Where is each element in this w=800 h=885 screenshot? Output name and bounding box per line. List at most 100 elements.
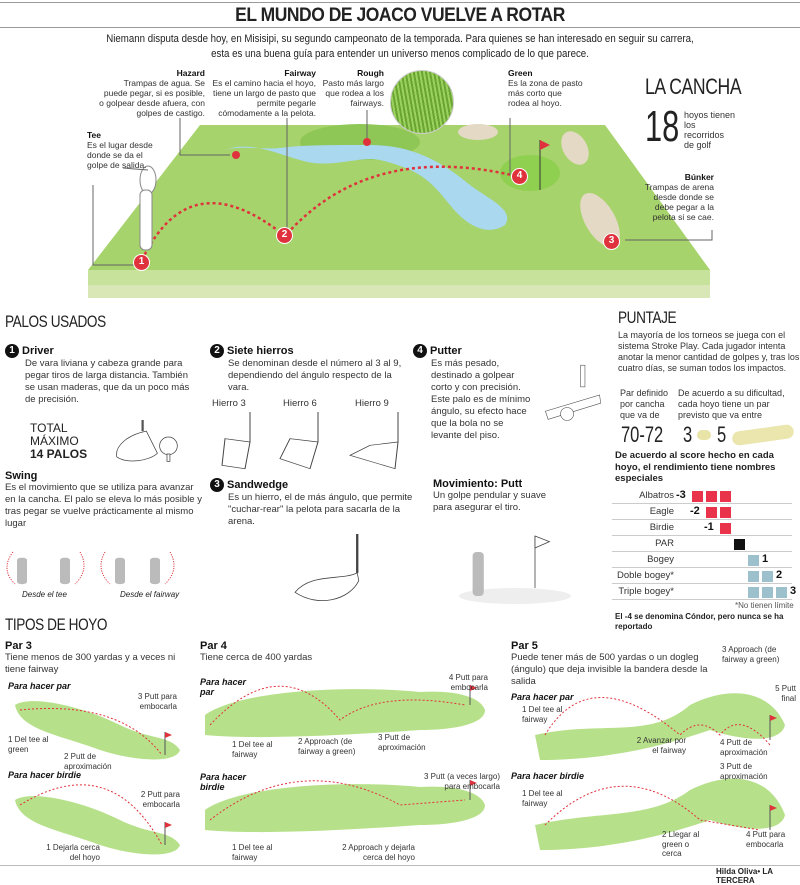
shot-path — [140, 165, 521, 261]
par4-birdie-step1: 1 Del tee al fairway — [232, 843, 273, 862]
score-square — [706, 491, 717, 502]
par4-birdie-step3: 3 Putt (a veces largo) para embocarla — [423, 772, 500, 791]
par3-par-label: Para hacer par — [8, 681, 71, 691]
par3-hole-icon — [697, 430, 711, 440]
score-footnote: *No tienen límite — [735, 601, 794, 610]
range-min: 3 — [683, 422, 693, 447]
par5-par-label: Para hacer par — [511, 692, 574, 702]
score-square — [692, 491, 703, 502]
par3-birdie-label: Para hacer birdie — [8, 770, 82, 780]
title-rule — [0, 27, 800, 28]
score-square — [762, 571, 773, 582]
score-value: -2 — [690, 505, 700, 517]
top-rule — [0, 2, 800, 3]
number-badge: 4 — [413, 344, 427, 358]
swing-caption-fairway: Desde el fairway — [120, 590, 180, 599]
condor-note: El -4 se denomina Cóndor, pero nunca se … — [615, 612, 784, 631]
par4-birdie-label: Para hacer birdie — [200, 772, 247, 792]
marker-fairway: 2 — [276, 227, 293, 244]
putt-figure — [459, 535, 571, 604]
score-square — [720, 523, 731, 534]
score-square — [706, 507, 717, 518]
flag-icons — [165, 685, 777, 828]
range-max: 5 — [717, 422, 727, 447]
tipos-heading: TIPOS DE HOYO — [5, 615, 108, 634]
score-name: Eagle — [649, 506, 674, 517]
par3-par-step2: 2 Putt de aproximación — [64, 752, 112, 771]
score-table-title: De acuerdo al score hecho en cada hoyo, … — [615, 450, 776, 484]
holes-text: hoyos tienen los recorridos de golf — [684, 110, 736, 150]
par4-birdie-step2: 2 Approach y dejarla cerca del hoyo — [342, 843, 415, 862]
par5-par-step5: 5 Putt final — [775, 684, 796, 703]
score-row: Birdie-1 — [612, 520, 792, 536]
iron-6-label: Hierro 6 — [283, 398, 317, 409]
score-value: 3 — [790, 585, 797, 597]
par3-birdie-step1: 1 Dejarla cerca del hoyo — [46, 843, 100, 862]
score-row: Doble bogey*2 — [612, 568, 792, 584]
par5-birdie-label: Para hacer birdie — [511, 771, 585, 781]
score-value: 2 — [776, 569, 783, 581]
range-text: De acuerdo a su dificultad, cada hoyo ti… — [678, 388, 785, 420]
number-badge: 3 — [210, 478, 224, 492]
hole-diagrams — [15, 685, 785, 855]
puntaje-heading: PUNTAJE — [618, 308, 677, 327]
par3-birdie-step2: 2 Putt para embocarla — [140, 790, 180, 809]
par5-birdie-step1: 1 Del tee al fairway — [522, 789, 563, 808]
swing-caption-tee: Desde el tee — [22, 590, 67, 599]
score-value: 1 — [762, 553, 769, 565]
par4-par-step2: 2 Approach (de fairway a green) — [298, 737, 356, 756]
swing-figures — [6, 551, 175, 585]
marker-green: 4 — [511, 168, 528, 185]
par4-par-step3: 3 Putt de aproximación — [378, 733, 426, 752]
score-row: Albatros-3 — [612, 488, 792, 504]
score-square — [720, 507, 731, 518]
putter-icon — [545, 364, 601, 421]
score-square — [748, 555, 759, 566]
par5-par-step3: 3 Approach (de fairway a green) — [722, 645, 780, 664]
sandwedge-icon — [294, 534, 360, 601]
number-badge: 2 — [210, 344, 224, 358]
score-square — [720, 491, 731, 502]
par3-par-step3: 3 Putt para embocarla — [137, 692, 177, 711]
score-square — [748, 587, 759, 598]
credit: Hilda Oliva• LA TERCERA — [716, 867, 773, 885]
palos-heading: PALOS USADOS — [5, 312, 106, 331]
flag-icon — [540, 140, 550, 150]
flag-icon — [534, 535, 551, 549]
marker-tee: 1 — [133, 254, 150, 271]
score-name: Albatros — [639, 490, 674, 501]
score-square — [776, 587, 787, 598]
par3-par-step1: 1 Del tee al green — [8, 735, 49, 754]
number-badge: 1 — [5, 344, 19, 358]
score-name: PAR — [655, 538, 674, 549]
score-name: Bogey — [647, 554, 674, 565]
course-grass — [88, 125, 710, 270]
par4-par-step1: 1 Del tee al fairway — [232, 740, 273, 759]
score-row: Eagle -2 — [612, 504, 792, 520]
puntaje-text: La mayoría de los torneos se juega con e… — [618, 330, 800, 373]
score-square — [762, 587, 773, 598]
par5-par-step2: 2 Avanzar por el fairway — [636, 736, 686, 755]
driver-club-icon — [116, 420, 178, 462]
par-value: 70-72 — [621, 422, 664, 447]
swing-section: Swing Es el movimiento que se utiliza pa… — [5, 470, 202, 529]
score-square — [734, 539, 745, 550]
page-title: EL MUNDO DE JOACO VUELVE A ROTAR — [235, 5, 565, 26]
rough-grass-photo — [390, 70, 454, 134]
score-value: -3 — [676, 489, 686, 501]
golfer-icon — [122, 165, 157, 251]
par5-birdie-step2: 2 Llegar al green o cerca — [662, 830, 700, 858]
